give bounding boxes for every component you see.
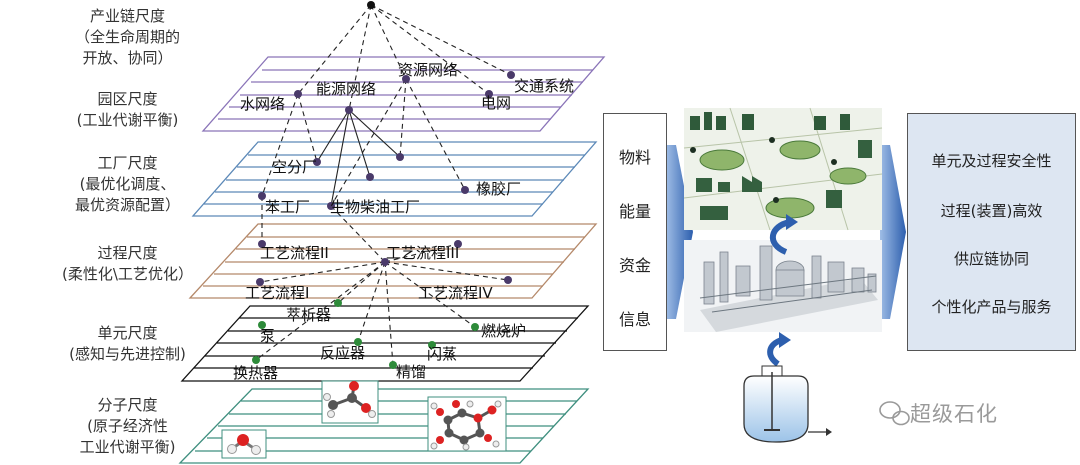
benefits-box: 单元及过程安全性 过程(装置)高效 供应链协同 个性化产品与服务 [907, 113, 1076, 351]
industrial-park-image [683, 107, 883, 231]
node-label: 交通系统 [514, 77, 574, 95]
node-distill [389, 361, 397, 369]
node-water [294, 90, 302, 98]
node-label: 资源网络 [398, 61, 458, 79]
node-label: 水网络 [240, 95, 285, 113]
node-grid [485, 90, 493, 98]
reactor-tank-icon [743, 365, 832, 443]
node-benzene [258, 192, 266, 200]
node-factory-b [396, 153, 404, 161]
node-traffic [507, 71, 515, 79]
curved-arrow-upper-head-icon [786, 214, 798, 230]
scale-label-molecule: 分子尺度 (原子经济性 工业代谢平衡) [40, 395, 215, 458]
scale-desc: （全生命周期的 [74, 28, 180, 46]
scale-desc: 最优资源配置） [74, 196, 180, 214]
node-label: 橡胶厂 [476, 180, 521, 198]
node-label: 反应器 [320, 344, 365, 362]
flow-item-capital: 资金 [618, 256, 651, 275]
curved-arrow-lower-head-icon [779, 332, 791, 348]
scale-label-park: 园区尺度 (工业代谢平衡) [40, 89, 215, 131]
node-flash [428, 341, 436, 349]
node-label: 泵 [260, 327, 275, 345]
scale-desc: (工业代谢平衡) [76, 111, 179, 129]
node-label: 燃烧炉 [481, 322, 526, 340]
curved-arrow-lower-icon [767, 337, 784, 367]
node-extractor [334, 299, 342, 307]
node-biodiesel [327, 202, 335, 210]
scale-label-industry-chain: 产业链尺度 （全生命周期的 开放、协同） [40, 6, 215, 69]
watermark-text: 超级石化 [910, 402, 998, 426]
scale-title: 园区尺度 [97, 90, 158, 108]
node-label: 工艺流程III [386, 244, 459, 262]
benefit-item: 供应链协同 [953, 250, 1029, 268]
node-factory-a [366, 173, 374, 181]
molecule-acetic-icon [321, 380, 379, 424]
scale-desc: (原子经济性 [87, 417, 168, 435]
node-label: 工艺流程I [245, 284, 309, 302]
scale-label-process: 过程尺度 (柔性化\工艺优化） [40, 243, 215, 285]
scale-desc: (感知与先进控制) [69, 345, 186, 363]
scale-label-unit: 单元尺度 (感知与先进控制) [40, 323, 215, 365]
scale-desc: (最优化调度、 [79, 175, 176, 193]
arrow-left-icon [666, 145, 693, 319]
arrow-right-icon [880, 145, 906, 319]
node-energy [345, 106, 353, 114]
scale-desc: 工业代谢平衡) [79, 438, 176, 456]
benefit-item: 个性化产品与服务 [931, 298, 1052, 316]
node-furnace [471, 323, 479, 331]
node-label: 能源网络 [316, 80, 376, 98]
flow-item-energy: 能量 [618, 202, 651, 221]
node-label: 空分厂 [272, 158, 317, 176]
flow-types-box: 物料 能量 资金 信息 [603, 113, 667, 351]
node-resource [402, 75, 410, 83]
factory-plane [191, 141, 598, 217]
node-label: 电网 [481, 94, 511, 112]
top-node [367, 1, 375, 9]
node-label: 精馏 [396, 363, 426, 381]
node-label: 萃析器 [286, 306, 331, 324]
scale-title: 分子尺度 [97, 396, 158, 414]
node-label: 工艺流程IV [418, 284, 493, 302]
node-reactor [354, 338, 362, 346]
benefit-item: 单元及过程安全性 [931, 152, 1052, 170]
connection-lines [255, 4, 512, 366]
scale-desc: (柔性化\工艺优化） [62, 265, 193, 283]
node-rubber [461, 186, 469, 194]
scale-title: 工厂尺度 [97, 154, 158, 172]
curved-arrow-upper-icon [770, 219, 791, 255]
node-proc-2 [258, 240, 266, 248]
graph-nodes [252, 1, 515, 369]
node-air-sep [313, 158, 321, 166]
node-label: 生物柴油工厂 [330, 198, 420, 216]
node-hex [252, 356, 260, 364]
flow-item-information: 信息 [618, 310, 651, 329]
node-proc-3b [454, 240, 462, 248]
flow-item-material: 物料 [618, 148, 651, 167]
node-label: 换热器 [233, 364, 278, 382]
molecule-water-icon [221, 429, 267, 459]
scale-title: 单元尺度 [97, 324, 158, 342]
scale-title: 过程尺度 [97, 244, 158, 262]
node-proc-4 [504, 276, 512, 284]
benefit-item: 过程(装置)高效 [940, 202, 1043, 220]
unit-plane [180, 305, 590, 382]
node-label: 工艺流程II [260, 244, 329, 262]
node-proc-3 [381, 258, 389, 266]
scale-label-factory: 工厂尺度 (最优化调度、 最优资源配置） [40, 153, 215, 216]
wechat-logo-icon [879, 401, 910, 426]
node-label: 苯工厂 [265, 198, 310, 216]
node-pump [258, 321, 266, 329]
process-plant-image [684, 240, 882, 332]
node-label: 闪蒸 [427, 345, 457, 363]
process-plane [188, 223, 598, 299]
node-proc-1 [256, 278, 264, 286]
scale-title: 产业链尺度 [89, 7, 165, 25]
molecule-glucose-icon [427, 396, 507, 452]
scale-desc: 开放、协同） [82, 49, 173, 67]
